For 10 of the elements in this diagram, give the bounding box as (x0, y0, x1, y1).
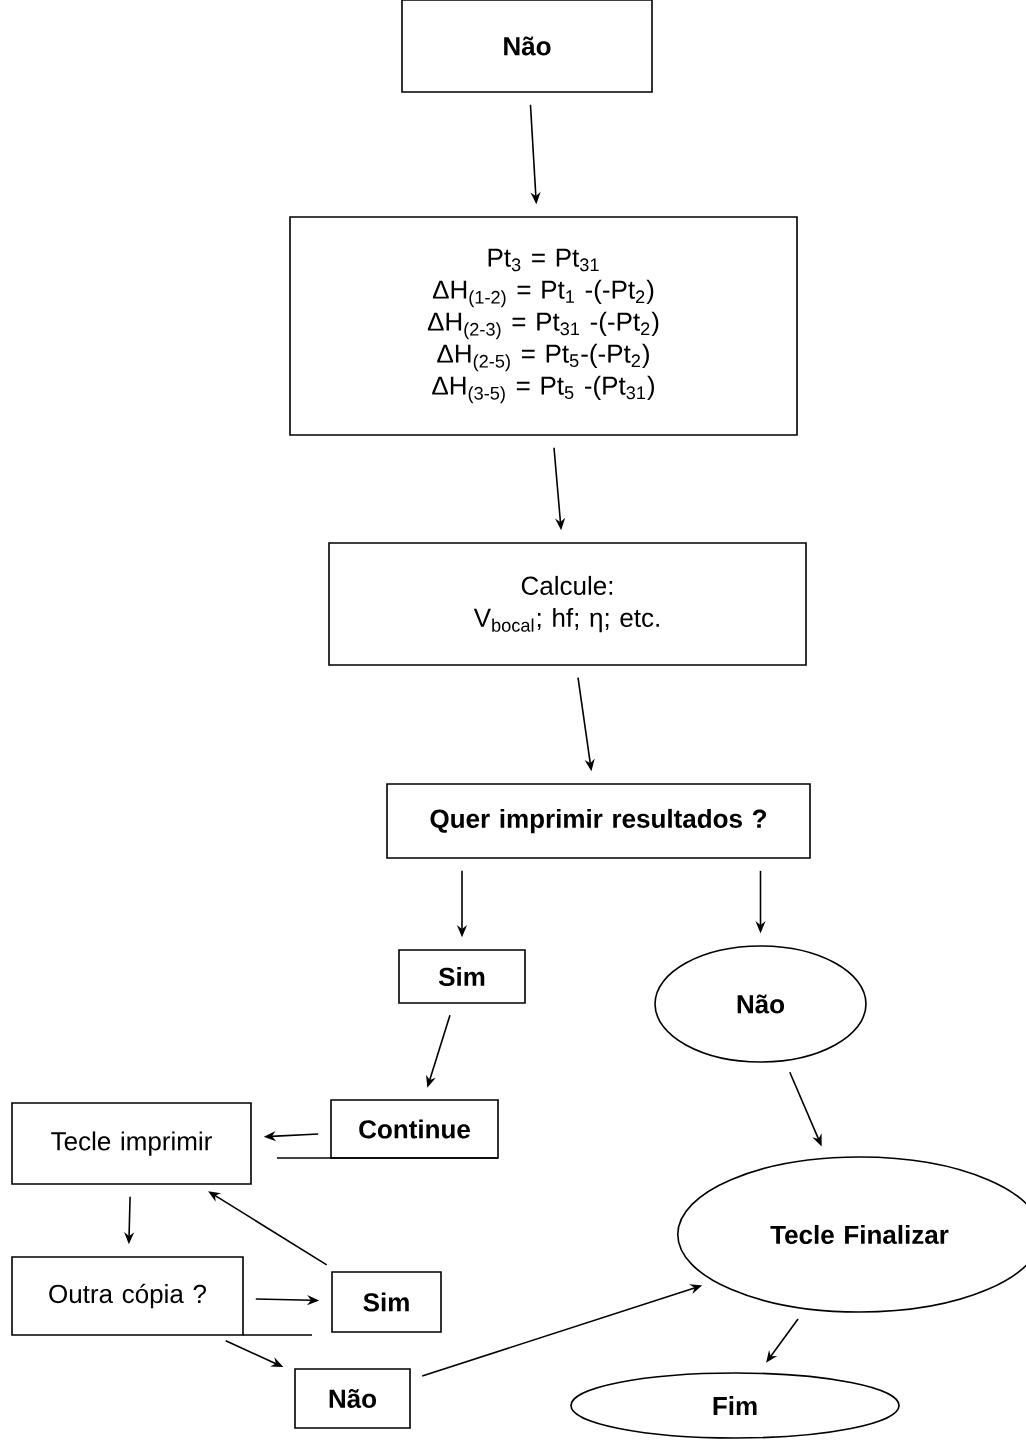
question-box: Outra cópia ? (11, 1256, 313, 1336)
process-box: Não (401, 0, 653, 93)
process-box: Tecle imprimir (11, 1102, 252, 1185)
answer-box: Não (294, 1368, 411, 1429)
answer-box: Sim (331, 1271, 442, 1333)
answer-box: Sim (398, 949, 526, 1004)
question-box: Quer imprimir resultados ? (386, 783, 811, 859)
process-box: Calcule: V$_{bocal}$; hf; η; etc. (328, 542, 807, 666)
process-box: Continue (276, 1099, 499, 1159)
formula-box: Pt$_{3}$ = Pt$_{31}$ ΔH$_{(1-2)}$ = Pt$_{1}$ -(-Pt$_{2}$) ΔH$_{(2-3)}$ = Pt$_{31}$ -(-Pt$_{2}$) ΔH$_{(2-5)}$ = Pt$_{5}$-(-Pt$_{2}$) ΔH$_{(3-5)}$ = Pt$_{5}$ -(Pt$_{31}$) (289, 216, 798, 436)
